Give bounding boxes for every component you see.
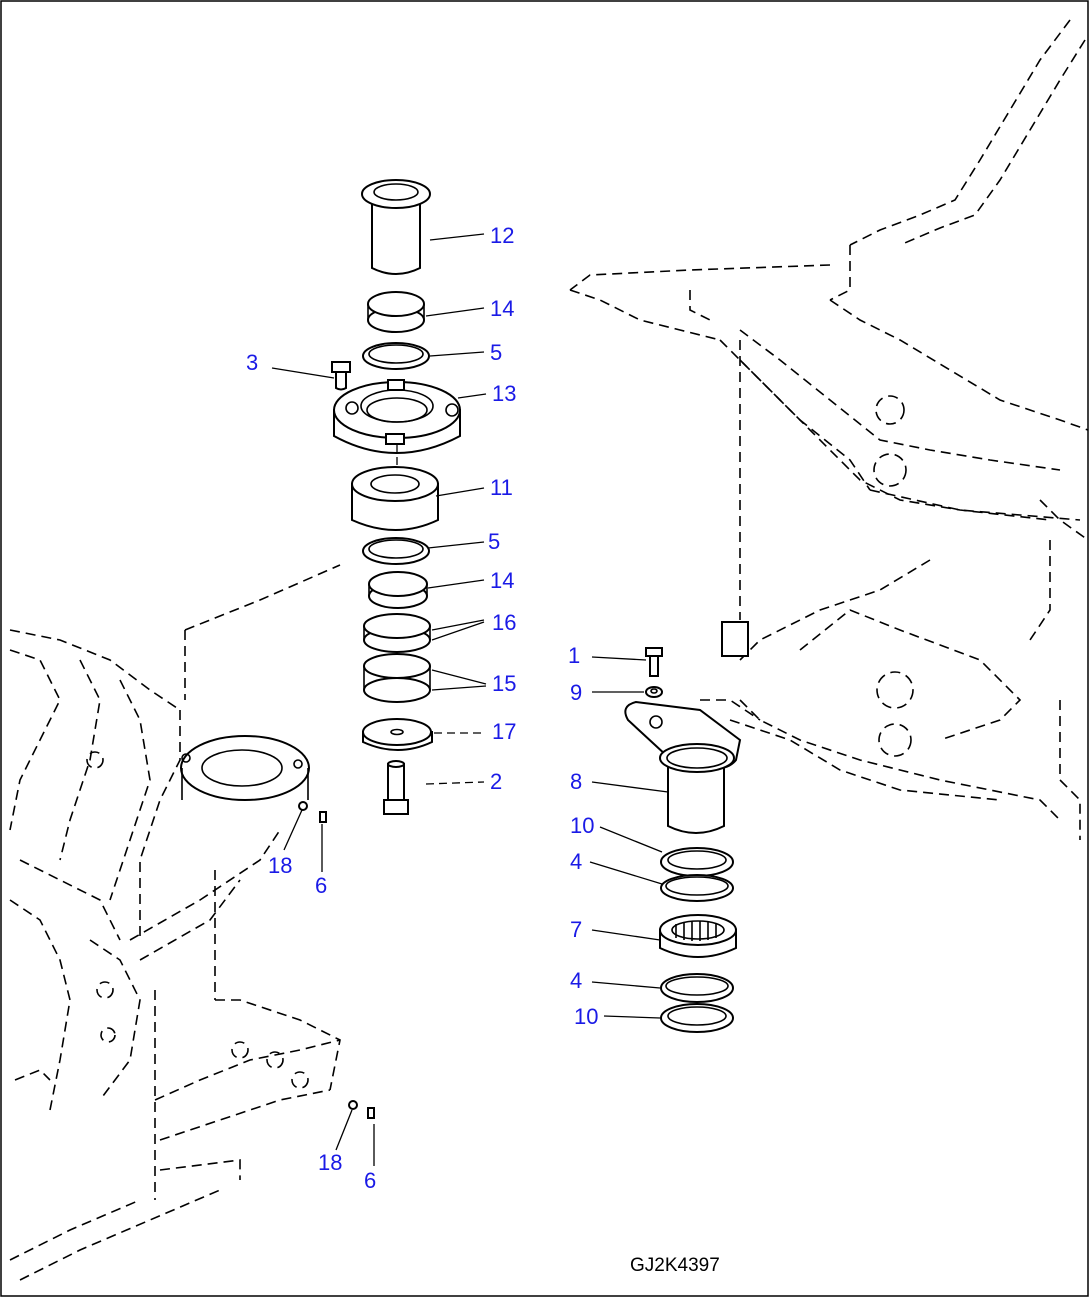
callout-labels: 12 14 3 5 13 11 5 14 16 15 17 2 18 6 1 9… <box>246 223 598 1193</box>
callout-5: 5 <box>490 340 502 365</box>
callout-7: 7 <box>570 917 582 942</box>
frame-structure-right <box>569 19 1089 840</box>
frame-structure-left <box>9 564 341 1281</box>
callout-12: 12 <box>490 223 514 248</box>
callout-16: 16 <box>492 610 516 635</box>
part-17-washer <box>362 718 433 751</box>
part-18-6-fasteners-upper <box>298 801 327 823</box>
callout-8: 8 <box>570 769 582 794</box>
part-14-bushing-upper <box>367 291 425 333</box>
part-9-washer <box>645 686 663 698</box>
callout-10b: 10 <box>574 1004 598 1029</box>
callout-6: 6 <box>315 873 327 898</box>
part-3-bolt <box>331 361 351 391</box>
callout-14: 14 <box>490 296 514 321</box>
part-2-bolt <box>383 760 409 815</box>
part-5-seal-upper <box>362 342 430 370</box>
callout-9: 9 <box>570 680 582 705</box>
leader-lines <box>271 233 669 1166</box>
callout-10: 10 <box>570 813 594 838</box>
part-8-pin <box>659 743 735 834</box>
callout-4b: 4 <box>570 968 582 993</box>
drawing-code: GJ2K4397 <box>630 1255 720 1276</box>
callout-17: 17 <box>492 719 516 744</box>
callout-18: 18 <box>268 853 292 878</box>
part-14-bushing-lower <box>368 571 428 609</box>
upper-bracket-ring <box>180 735 310 801</box>
part-18-6-fasteners-lower <box>348 1100 375 1119</box>
callout-2: 2 <box>490 769 502 794</box>
part-10-seal-upper <box>660 847 734 877</box>
part-15-shims <box>363 653 431 703</box>
callout-4: 4 <box>570 849 582 874</box>
part-7-bearing <box>659 914 737 958</box>
part-5-seal-lower <box>362 537 430 565</box>
callout-3: 3 <box>246 350 258 375</box>
callout-18b: 18 <box>318 1150 342 1175</box>
callout-6b: 6 <box>364 1168 376 1193</box>
part-16-shims <box>363 613 431 653</box>
part-4-ring-upper <box>660 874 734 902</box>
part-10-seal-lower <box>660 1003 734 1033</box>
callout-5b: 5 <box>488 529 500 554</box>
part-12-flanged-bushing <box>361 179 431 275</box>
part-11-bushing <box>351 466 439 531</box>
part-13-housing <box>333 379 461 466</box>
part-1-bolt <box>645 647 663 677</box>
callout-13: 13 <box>492 381 516 406</box>
callout-14b: 14 <box>490 568 514 593</box>
callout-1: 1 <box>568 643 580 668</box>
callout-11: 11 <box>490 475 513 500</box>
callout-15: 15 <box>492 671 516 696</box>
part-4-ring-lower <box>660 973 734 1003</box>
